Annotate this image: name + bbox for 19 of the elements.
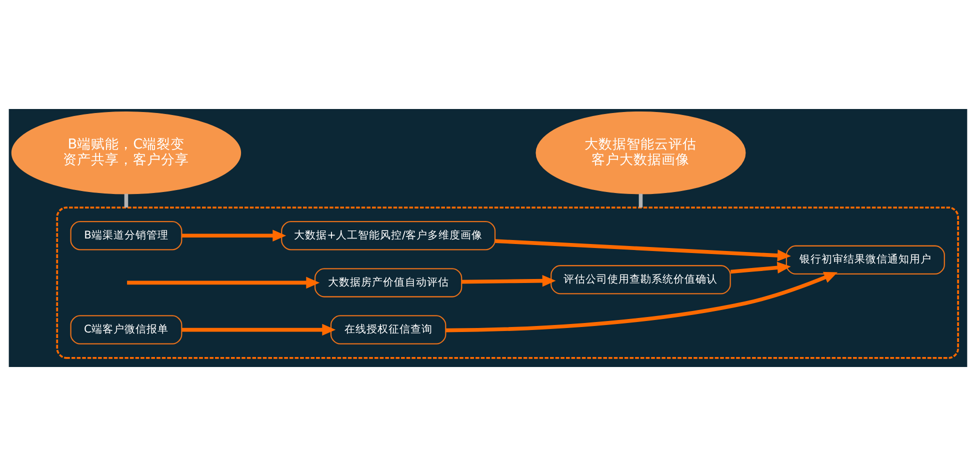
arrow xyxy=(127,276,320,289)
node-ellipse: 大数据智能云评估 客户大数据画像 xyxy=(536,111,746,194)
connector xyxy=(638,194,643,208)
arrow xyxy=(495,239,791,262)
arrow xyxy=(462,274,556,287)
node-box: 评估公司使用查勘系统价值确认 xyxy=(550,265,731,294)
node-box: C端客户微信报单 xyxy=(70,315,182,344)
node-box: 银行初审结果微信通知用户 xyxy=(786,245,945,275)
cluster xyxy=(56,206,960,359)
arrow xyxy=(182,324,336,336)
node-box: 大数据房产价值自动评估 xyxy=(314,268,462,298)
arrow xyxy=(182,230,286,242)
node-box: B端渠道分销管理 xyxy=(70,221,182,250)
node-ellipse: B端赋能，C端裂变 资产共享，客户分享 xyxy=(11,111,242,194)
connector xyxy=(124,194,128,208)
arrow xyxy=(446,272,838,332)
node-box: 大数据+人工智能风控/客户多维度画像 xyxy=(281,221,496,250)
node-box: 在线授权征信查询 xyxy=(330,315,446,344)
arrow xyxy=(730,262,791,274)
